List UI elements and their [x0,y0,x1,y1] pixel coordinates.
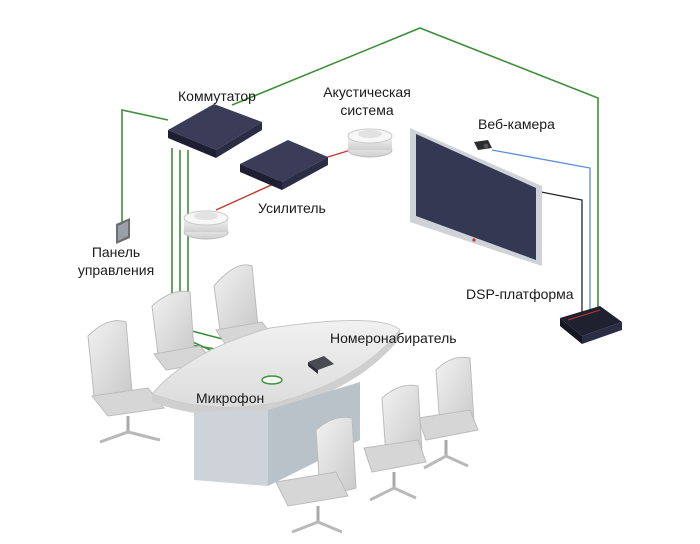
dsp-label: DSP-платформа [466,286,574,302]
dialer-label: Номеронабиратель [330,330,457,346]
speakers-label-line2: система [340,102,394,118]
switch-label: Коммутатор [178,88,256,104]
microphone-label: Микрофон [196,390,265,406]
conference-table [151,320,401,486]
webcam-label: Веб-камера [478,116,555,132]
ceiling-speaker-right [347,128,393,158]
ceiling-speaker-left [183,210,229,240]
dsp-platform [560,306,622,344]
amplifier [240,140,328,190]
network-switch [168,104,262,158]
chair [363,384,427,502]
display-screen [410,128,542,266]
phone-dialer [308,356,334,374]
control-panel [116,218,130,244]
webcam [474,140,492,150]
panel-label-line1: Панель [91,244,141,260]
chair [87,320,165,444]
chair [275,416,357,534]
panel-label-line2: управления [77,262,155,278]
chair [417,356,479,470]
speakers-label-line1: Акустическая [323,84,411,100]
amplifier-label: Усилитель [258,200,326,216]
table-microphone [261,375,283,385]
